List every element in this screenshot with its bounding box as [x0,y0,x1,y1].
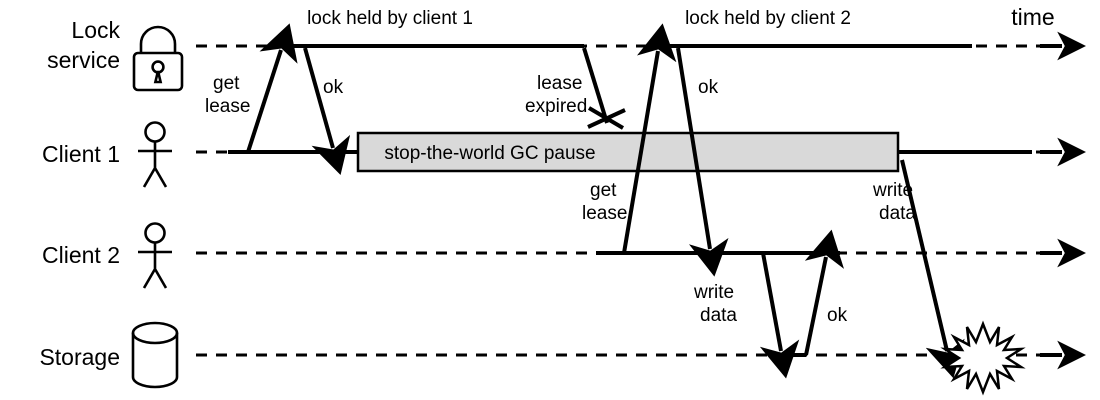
lane-label-lock-service-line1: Lock [71,17,120,43]
lane-label-client-2: Client 2 [42,242,120,268]
gc-pause-box-label: stop-the-world GC pause [384,143,595,164]
message-ok-2: ok [676,47,729,277]
message-get-lease-2-label-line1: get [590,180,617,201]
message-write-data-1: write data [693,252,800,379]
message-ok-2-label: ok [698,77,719,98]
message-ok-3: ok [804,229,848,356]
lane-label-lock-service-line2: service [47,47,120,73]
message-lease-expired-label-line1: lease [537,73,582,94]
padlock-icon [132,25,184,92]
message-write-data-2-label-line2: data [879,203,916,224]
stick-figure-icon-client-2 [138,222,172,289]
message-write-data-2: write data [872,159,965,379]
message-get-lease-2-label-line2: lease [582,203,627,224]
message-write-data-1-label-line1: write [693,282,734,303]
gc-pause-box: stop-the-world GC pause [356,131,900,173]
time-axis-label: time [1011,4,1054,30]
lane-label-client-1: Client 1 [42,141,120,167]
message-get-lease-2: get lease [582,23,677,254]
message-write-data-1-label-line2: data [700,305,737,326]
lane-label-storage: Storage [39,344,120,370]
stick-figure-icon-client-1 [138,121,172,188]
message-get-lease-1: get lease [205,23,298,153]
message-get-lease-1-label-line1: get [213,73,240,94]
lane-label-lock-service: Lock service [47,17,120,73]
database-cylinder-icon [131,321,179,389]
message-write-data-2-label-line1: write [872,180,913,201]
message-lease-expired-label-line2: expired [525,96,587,117]
explosion-icon [940,320,1026,396]
message-ok-1-label: ok [323,77,344,98]
message-get-lease-1-label-line2: lease [205,96,250,117]
message-ok-3-label: ok [827,305,848,326]
message-lease-expired: lease expired [525,47,626,130]
span-label-lock-held-2: lock held by client 2 [685,8,851,29]
span-label-lock-held-1: lock held by client 1 [307,8,473,29]
message-ok-1: ok [303,47,351,175]
